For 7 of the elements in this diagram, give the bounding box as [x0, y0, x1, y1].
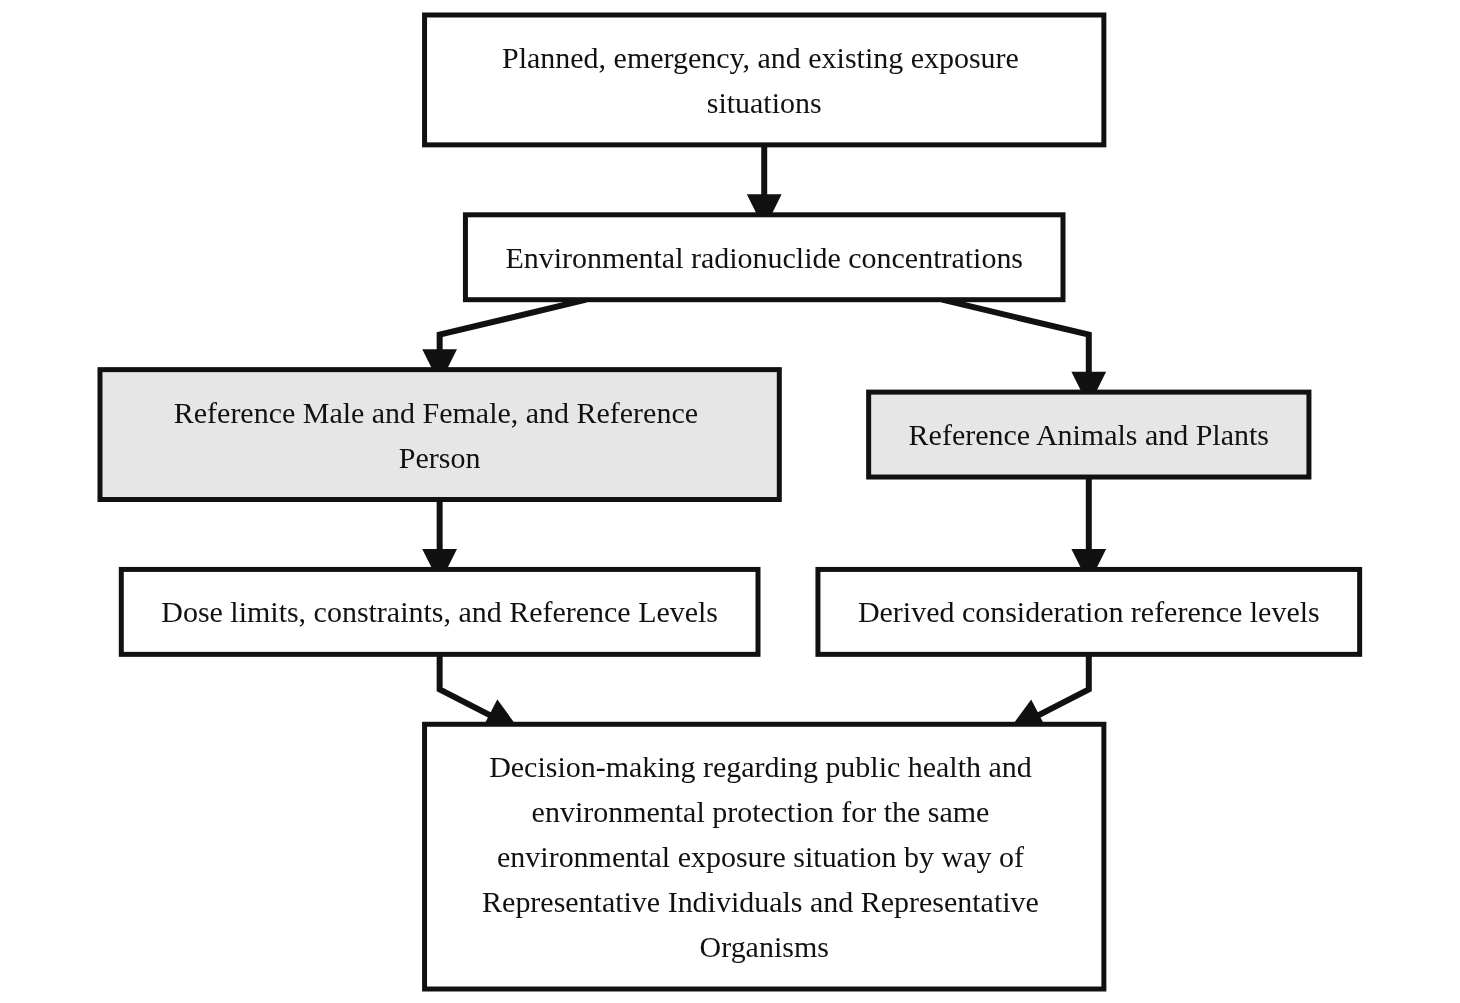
node-box: Derived consideration reference levels: [815, 566, 1363, 657]
node-box: Reference Male and Female, and Reference Person: [97, 366, 782, 502]
node-box: Dose limits, constraints, and Reference Levels: [118, 566, 761, 657]
node-box: Environmental radionuclide concentrations: [463, 211, 1066, 302]
node-box: Decision-making regarding public health and environmental protection for the same environmental exposure situation by way of Representative Individuals and Representative Organisms: [422, 721, 1107, 991]
node-box: Reference Animals and Plants: [866, 389, 1312, 480]
node-box: Planned, emergency, and existing exposure situations: [422, 12, 1107, 147]
